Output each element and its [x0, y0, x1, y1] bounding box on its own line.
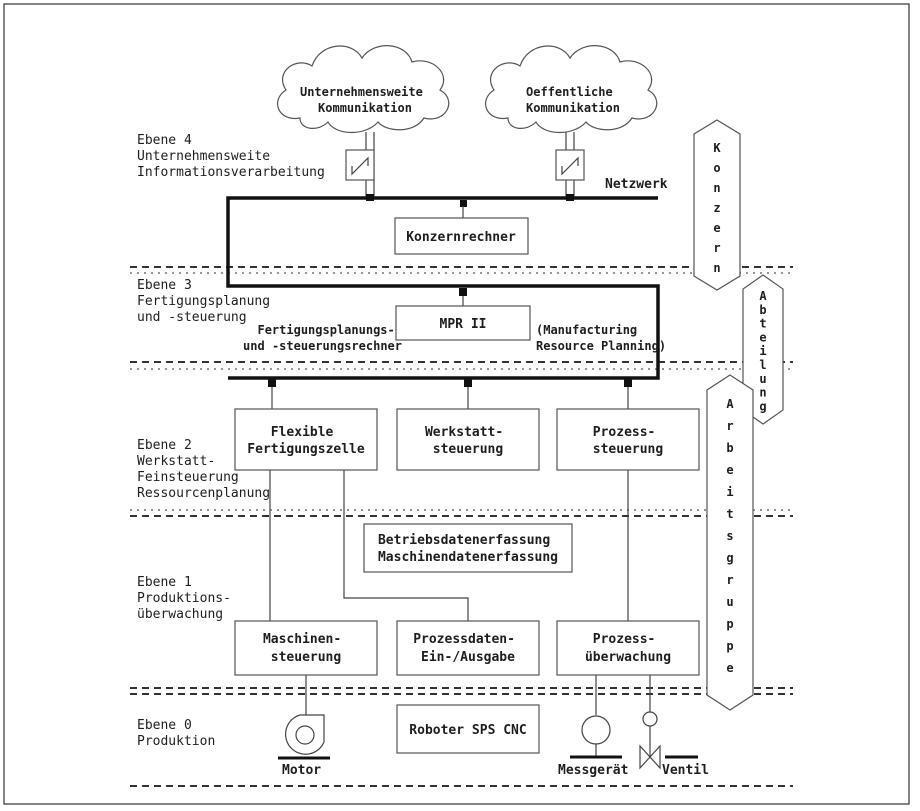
ventil-label: Ventil [662, 763, 709, 778]
connector-mpr [459, 288, 467, 296]
betriebsdatenerfassung-text: Betriebsdatenerfassung Maschinendatenerf… [378, 533, 558, 565]
messgeraet-label: Messgerät [558, 763, 628, 778]
gateway-enterprise-icon [345, 132, 375, 196]
level-2-label: Ebene 2 Werkstatt- Feinsteuerung Ressour… [137, 438, 270, 501]
cloud-public-text: Oeffentliche Kommunikation [526, 85, 620, 115]
connector-gateway-public [566, 194, 574, 201]
maschinensteuerung-text: Maschinen- steuerung [263, 632, 349, 665]
prozesssteuerung-text: Prozess- steuerung [593, 425, 663, 457]
connector-flexible [268, 379, 276, 387]
fps-rechner-note: Fertigungsplanungs- und -steuerungsrechn… [243, 323, 402, 353]
network-bus-line [226, 196, 660, 380]
mpr-box [395, 305, 531, 341]
gateway-public-icon [555, 132, 585, 196]
werkstattsteuerung-text: Werkstatt- steuerung [425, 425, 511, 457]
outer-frame [3, 3, 910, 805]
motor-icon [278, 714, 330, 760]
maschinensteuerung-box [234, 620, 378, 676]
prozessueberwachung-text: Prozess- überwachung [585, 632, 671, 665]
roboter-sps-cnc-text: Roboter SPS CNC [409, 723, 526, 738]
level-4-label: Ebene 4 Unternehmensweite Informationsve… [137, 133, 325, 180]
prozessueberwachung-box [556, 620, 700, 676]
ventil-icon [639, 711, 698, 770]
level-separators [130, 266, 793, 787]
flexible-fertigungszelle-text: Flexible Fertigungszelle [247, 425, 365, 457]
bus-connectors [268, 194, 632, 387]
level-3-label: Ebene 3 Fertigungsplanung und -steuerung [137, 278, 278, 325]
cloud-public-shape [485, 45, 658, 133]
flexible-fertigungszelle-box [234, 408, 378, 471]
mpr-text: MPR II [440, 317, 487, 332]
connector-prozesssteuerung [624, 379, 632, 387]
messgeraet-icon [570, 715, 622, 759]
prozesssteuerung-box [556, 408, 700, 471]
prozessdaten-box [396, 620, 540, 676]
konzernrechner-text: Konzernrechner [406, 230, 516, 245]
network-label: Netzwerk [605, 177, 668, 192]
connector-gateway-enterprise [366, 194, 374, 201]
mrp-note: (Manufacturing Resource Planning) [536, 323, 666, 353]
roboter-sps-cnc-box [396, 704, 540, 754]
prozessdaten-text: Prozessdaten- Ein-/Ausgabe [413, 632, 523, 665]
level-0-label: Ebene 0 Produktion [137, 718, 215, 749]
connection-lines [269, 206, 651, 715]
motor-label: Motor [282, 763, 321, 778]
werkstattsteuerung-box [396, 408, 540, 471]
konzernrechner-box [394, 217, 529, 255]
cloud-enterprise-text: Unternehmensweite Kommunikation [300, 85, 430, 115]
cloud-public: Oeffentliche Kommunikation [485, 45, 658, 133]
level-1-label: Ebene 1 Produktions- überwachung [137, 575, 239, 622]
cloud-enterprise-shape [277, 45, 450, 133]
cloud-enterprise: Unternehmensweite Kommunikation [277, 45, 450, 133]
connector-konzernrechner [460, 200, 467, 207]
connector-werkstatt [464, 379, 472, 387]
betriebsdatenerfassung-box [363, 523, 573, 573]
